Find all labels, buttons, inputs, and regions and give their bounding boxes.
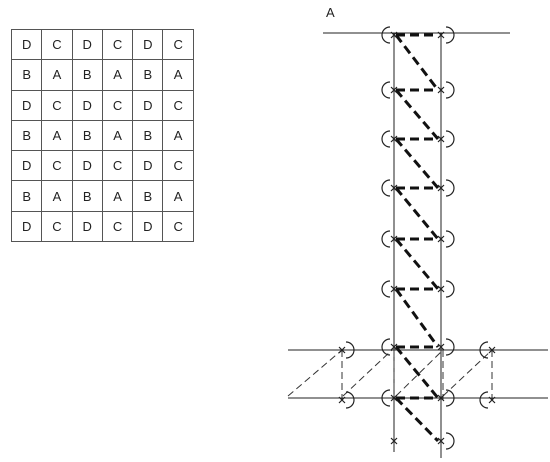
stitch-diagonal xyxy=(394,346,440,399)
grid-cell: D xyxy=(132,28,164,61)
cross-mark-icon xyxy=(390,235,398,243)
zigzag-stitch-path xyxy=(394,33,440,443)
loop-arc-icon xyxy=(345,391,355,409)
thin-dashed-guide xyxy=(395,349,444,397)
cross-mark-icon xyxy=(390,31,398,39)
loop-arc-icon xyxy=(479,341,489,359)
grid-cell: D xyxy=(71,150,103,182)
stitch-diagonal xyxy=(394,34,440,91)
grid-cell: C xyxy=(162,89,194,121)
grid-cell: D xyxy=(132,89,164,121)
loop-arc-icon xyxy=(381,338,391,356)
cross-mark-icon xyxy=(437,285,445,293)
cross-mark-icon xyxy=(390,135,398,143)
loop-arc-icon xyxy=(345,341,355,359)
loop-arc-icon xyxy=(381,81,391,99)
cross-mark-icon xyxy=(488,396,496,404)
stitch-diagonal xyxy=(394,138,440,189)
loop-arc-icon xyxy=(445,338,455,356)
grid-cell: C xyxy=(162,150,194,182)
cross-mark-icon xyxy=(437,31,445,39)
cross-marks xyxy=(338,31,496,445)
stitch-diagonal xyxy=(394,89,440,140)
grid-cell: D xyxy=(10,89,43,121)
cross-mark-icon xyxy=(437,343,445,351)
loop-arc-icon xyxy=(445,130,455,148)
stitch-diagonal xyxy=(394,187,440,240)
stitch-diagonal xyxy=(394,288,440,348)
grid-cell: D xyxy=(10,28,43,61)
cross-mark-icon xyxy=(437,437,445,445)
grid-cell: B xyxy=(10,119,43,152)
grid-cell: C xyxy=(162,28,194,61)
cross-mark-icon xyxy=(437,394,445,402)
grid-cell: B xyxy=(71,119,103,152)
grid-cell: C xyxy=(101,89,134,121)
grid-cell: A xyxy=(101,119,134,152)
loop-arc-icon xyxy=(381,389,391,407)
thin-dashed-guide xyxy=(442,349,493,397)
stitch-diagonal xyxy=(394,396,440,443)
dashed-guide-lines xyxy=(287,349,493,400)
cross-mark-icon xyxy=(338,396,346,404)
thin-dashed-guide xyxy=(287,349,343,397)
cross-mark-icon xyxy=(437,235,445,243)
grid-cell: A xyxy=(41,119,73,152)
fabric-edges xyxy=(288,32,548,458)
cross-mark-icon xyxy=(390,394,398,402)
loop-arc-icon xyxy=(445,26,455,44)
grid-cell: D xyxy=(132,210,164,243)
grid-cell: A xyxy=(162,180,194,212)
cross-mark-icon xyxy=(437,184,445,192)
cross-mark-icon xyxy=(390,285,398,293)
cross-mark-icon xyxy=(437,135,445,143)
loop-arc-icon xyxy=(445,230,455,248)
loop-arc-icon xyxy=(445,432,455,450)
grid-cell: C xyxy=(162,210,194,243)
cross-mark-icon xyxy=(488,346,496,354)
cross-mark-icon xyxy=(390,437,398,445)
loop-arc-icon xyxy=(445,179,455,197)
stitch-diagonal xyxy=(394,238,440,290)
diagram-label: A xyxy=(326,5,335,20)
loop-arc-icon xyxy=(479,391,489,409)
cross-mark-icon xyxy=(437,86,445,94)
grid-cell: A xyxy=(41,180,73,212)
loop-arc-icon xyxy=(445,280,455,298)
loop-arc-icon xyxy=(445,389,455,407)
loop-arc-icon xyxy=(381,230,391,248)
loop-arc-icon xyxy=(381,26,391,44)
loop-arc-icon xyxy=(381,280,391,298)
loop-arc-icon xyxy=(445,81,455,99)
cross-mark-icon xyxy=(338,346,346,354)
grid-cell: C xyxy=(101,210,134,243)
cross-mark-icon xyxy=(390,343,398,351)
grid-cell: B xyxy=(71,180,103,212)
thin-dashed-guide xyxy=(342,349,393,397)
grid-cell: B xyxy=(132,180,164,212)
loop-arc-icon xyxy=(381,179,391,197)
loop-marks xyxy=(345,26,489,450)
loop-arc-icon xyxy=(381,130,391,148)
grid-cell: A xyxy=(101,59,134,91)
cross-mark-icon xyxy=(390,86,398,94)
cross-mark-icon xyxy=(390,184,398,192)
